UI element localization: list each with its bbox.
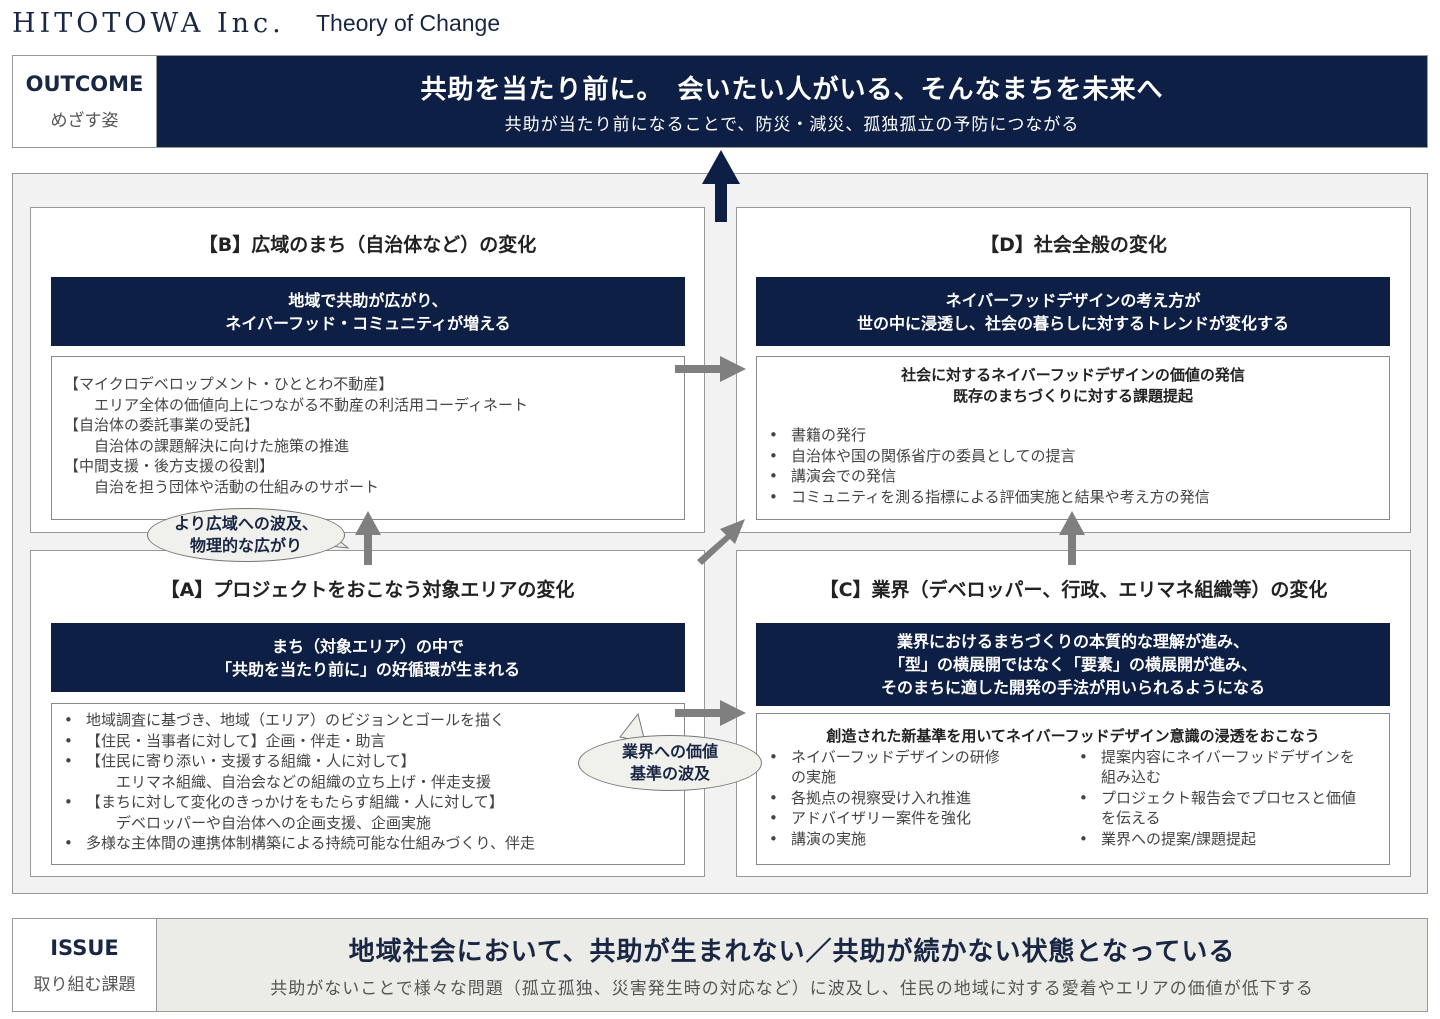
list-heading: 既存のまちづくりに対する課題提起 — [952, 387, 1193, 405]
callout-line: 基準の波及 — [629, 764, 710, 783]
up-arrow-icon — [702, 150, 740, 222]
list-item: 【まちに対して変化のきっかけをもたらす組織・人に対して】デベロッパーや自治体への… — [64, 792, 672, 833]
panel-c-title: 【C】業界（デベロッパー、行政、エリマネ組織等）の変化 — [819, 579, 1328, 601]
list-item: プロジェクト報告会でプロセスと価値を伝える — [1079, 788, 1359, 829]
issue-label: ISSUE 取り組む課題 — [13, 919, 157, 1011]
goal-line: そのまちに適した開発の手法が用いられるようになる — [880, 678, 1265, 697]
issue-headline: 地域社会において、共助が生まれない／共助が続かない状態となっている — [348, 937, 1236, 967]
panel-d-title: 【D】社会全般の変化 — [980, 234, 1167, 256]
page-subtitle: Theory of Change — [316, 10, 501, 36]
outcome-label-en: OUTCOME — [25, 72, 144, 96]
outcome-label: OUTCOME めざす姿 — [13, 56, 157, 147]
list-item: エリア全体の価値向上につながる不動産の利活用コーディネート — [94, 395, 528, 414]
callout-line: 物理的な広がり — [189, 536, 302, 555]
goal-line: 「型」の横展開ではなく「要素」の横展開が進み、 — [888, 655, 1257, 674]
list-item: 提案内容にネイバーフッドデザインを組み込む — [1079, 747, 1359, 788]
list-heading: 【自治体の委託事業の受託】 — [64, 416, 260, 434]
panel-a-list: 地域調査に基づき、地域（エリア）のビジョンとゴールを描く 【住民・当事者に対して… — [51, 703, 685, 865]
callout-line: より広域への波及、 — [174, 514, 318, 533]
goal-line: ネイバーフッドデザインの考え方が — [945, 290, 1201, 310]
goal-line: 「共助を当たり前に」の好循環が生まれる — [215, 659, 520, 679]
goal-line: 業界におけるまちづくりの本質的な理解が進み、 — [896, 632, 1249, 651]
list-item: 自治体の課題解決に向けた施策の推進 — [94, 436, 350, 455]
list-item: 講演の実施 — [769, 829, 1009, 850]
list-heading: 【マイクロデベロップメント・ひととわ不動産】 — [64, 375, 394, 393]
panel-d-goal: ネイバーフッドデザインの考え方が 世の中に浸透し、社会の暮らしに対するトレンドが… — [756, 277, 1390, 346]
list-item: 自治体や国の関係省庁の委員としての提言 — [769, 446, 1377, 467]
list-item: 業界への提案/課題提起 — [1079, 829, 1359, 850]
callout-b: より広域への波及、 物理的な広がり — [147, 508, 345, 562]
list-item: 多様な主体間の連携体制構築による持続可能な仕組みづくり、伴走 — [64, 833, 672, 854]
list-item-heading: 【住民に寄り添い・支援する組織・人に対して】 — [86, 752, 416, 770]
panel-a-goal: まち（対象エリア）の中で 「共助を当たり前に」の好循環が生まれる — [51, 623, 685, 692]
list-item: 【住民・当事者に対して】企画・伴走・助言 — [64, 731, 672, 752]
panel-b-list: 【マイクロデベロップメント・ひととわ不動産】 エリア全体の価値向上につながる不動… — [51, 356, 685, 520]
goal-line: 地域で共助が広がり、 — [288, 290, 448, 310]
list-item: ネイバーフッドデザインの研修の実施 — [769, 747, 1009, 788]
list-heading: 【中間支援・後方支援の役割】 — [64, 457, 275, 475]
panel-c-goal: 業界におけるまちづくりの本質的な理解が進み、 「型」の横展開ではなく「要素」の横… — [756, 623, 1390, 706]
outcome-band: OUTCOME めざす姿 共助を当たり前に。 会いたい人がいる、そんなまちを未来… — [12, 55, 1428, 148]
company-logo: HITOTOWA Inc. — [12, 8, 285, 39]
issue-subtext: 共助がないことで様々な問題（孤立孤独、災害発生時の対応など）に波及し、住民の地域… — [270, 979, 1314, 999]
list-item-detail: エリマネ組織、自治会などの組織の立ち上げ・伴走支援 — [116, 772, 492, 791]
panel-c-list: 創造された新基準を用いてネイバーフッドデザイン意識の浸透をおこなう ネイバーフッ… — [756, 713, 1390, 865]
list-item: 地域調査に基づき、地域（エリア）のビジョンとゴールを描く — [64, 710, 672, 731]
list-item: アドバイザリー案件を強化 — [769, 808, 1009, 829]
list-item: コミュニティを測る指標による評価実施と結果や考え方の発信 — [769, 487, 1377, 508]
list-heading: 社会に対するネイバーフッドデザインの価値の発信 — [901, 366, 1245, 384]
panel-a-title: 【A】プロジェクトをおこなう対象エリアの変化 — [160, 579, 575, 601]
goal-line: ネイバーフッド・コミュニティが増える — [225, 313, 511, 333]
list-item: 【住民に寄り添い・支援する組織・人に対して】エリマネ組織、自治会などの組織の立ち… — [64, 751, 672, 792]
list-item: 講演会での発信 — [769, 466, 1377, 487]
issue-label-en: ISSUE — [50, 935, 119, 960]
list-item: 各拠点の視察受け入れ推進 — [769, 788, 1009, 809]
callout-line: 業界への価値 — [621, 742, 718, 761]
outcome-subtext: 共助が当たり前になることで、防災・減災、孤独孤立の予防につながる — [504, 114, 1080, 135]
list-item-detail: デベロッパーや自治体への企画支援、企画実施 — [116, 813, 432, 832]
outcome-headline: 共助を当たり前に。 会いたい人がいる、そんなまちを未来へ — [420, 74, 1164, 105]
outcome-label-jp: めざす姿 — [50, 111, 119, 131]
panel-b-goal: 地域で共助が広がり、 ネイバーフッド・コミュニティが増える — [51, 277, 685, 346]
panel-d-list: 社会に対するネイバーフッドデザインの価値の発信 既存のまちづくりに対する課題提起… — [756, 356, 1390, 520]
goal-line: 世の中に浸透し、社会の暮らしに対するトレンドが変化する — [856, 313, 1289, 333]
panel-b-title: 【B】広域のまち（自治体など）の変化 — [198, 234, 537, 256]
list-item: 自治を担う団体や活動の仕組みのサポート — [94, 477, 380, 496]
goal-line: まち（対象エリア）の中で — [271, 636, 464, 656]
issue-band: ISSUE 取り組む課題 地域社会において、共助が生まれない／共助が続かない状態… — [12, 918, 1428, 1012]
callout-c: 業界への価値 基準の波及 — [578, 735, 762, 791]
issue-label-jp: 取り組む課題 — [33, 974, 136, 995]
list-item-heading: 【まちに対して変化のきっかけをもたらす組織・人に対して】 — [86, 793, 504, 811]
list-item: 書籍の発行 — [769, 425, 1377, 446]
list-heading: 創造された新基準を用いてネイバーフッドデザイン意識の浸透をおこなう — [826, 727, 1320, 745]
